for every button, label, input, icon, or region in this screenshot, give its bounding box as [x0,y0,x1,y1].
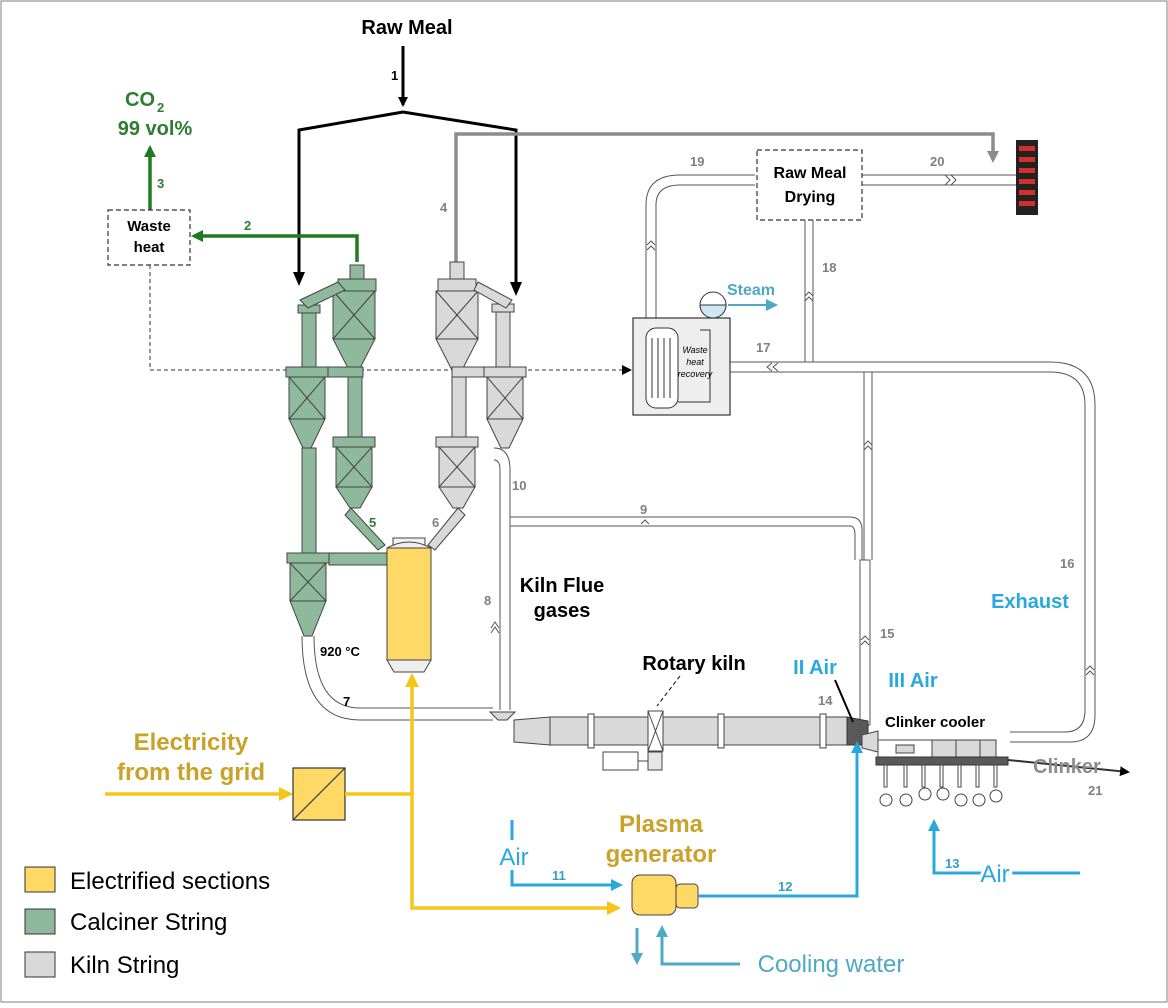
cooling-water-in-line [656,925,740,966]
secondary-air-label: II Air [793,657,837,679]
stream-2-number: 2 [244,218,251,233]
flow-chevrons [490,174,1095,676]
air-11-label: Air [499,844,528,871]
kiln-string [427,261,527,551]
rotary-kiln-leader [656,675,681,707]
temperature-label: 920 °C [320,644,361,659]
clinker-cooler [861,730,1009,807]
legend-swatch-electrified [24,866,56,893]
raw-meal-split [297,110,518,285]
tertiary-air-label: III Air [888,670,937,692]
stream-1-number: 1 [391,68,398,83]
stream-7-number: 7 [343,694,350,709]
stream-14-number: 14 [818,693,833,708]
stack-icon [1016,140,1038,215]
transformer-icon [292,767,346,821]
legend-label-calciner: Calciner String [70,909,227,936]
cooling-water-label: Cooling water [758,951,905,978]
plasma-label-1: Plasma [619,811,704,838]
whr-label-2: heat [686,357,704,367]
legend-label-electrified: Electrified sections [70,868,270,895]
electricity-label-2: from the grid [117,759,265,786]
stream-6-number: 6 [432,515,439,530]
calciner-string [285,264,388,637]
co2-label: CO [125,89,155,111]
stream-2-line [191,230,359,262]
rotary-kiln [488,710,869,771]
stream-11-line [510,870,623,891]
legend: Electrified sections Calciner String Kil… [24,866,270,979]
stream-4-line [454,132,999,262]
stream-17-number: 17 [756,340,770,355]
clinker-outlet-arrow [1007,759,1130,777]
co2-purity-label: 99 vol% [118,118,193,140]
raw-meal-drying-label-1: Raw Meal [774,165,847,182]
raw-meal-arrow-right [510,282,522,296]
legend-swatch-calciner [24,908,56,935]
raw-meal-label: Raw Meal [361,17,452,39]
air-13-label: Air [980,861,1009,888]
stream-16-number: 16 [1060,556,1074,571]
stream-9-number: 9 [640,502,647,517]
whr-label-1: Waste [682,345,707,355]
whr-label-3: recovery [678,369,713,379]
plasma-label-2: generator [606,841,717,868]
stream-5-number: 5 [369,515,376,530]
waste-heat-box [107,209,191,266]
heat-transfer-dashed-line [149,265,632,375]
exhaust-label: Exhaust [991,591,1069,613]
legend-swatch-kiln [24,951,56,978]
rotary-kiln-label: Rotary kiln [642,653,745,675]
legend-label-kiln: Kiln String [70,952,179,979]
stream-10-number: 10 [512,478,526,493]
stream-20-number: 20 [930,154,944,169]
stream-13-number: 13 [945,856,959,871]
stream-12-line [698,741,863,898]
stream-21-number: 21 [1088,783,1102,798]
stream-3-number: 3 [157,176,164,191]
secondary-air-leader [834,679,854,723]
clinker-cooler-label: Clinker cooler [885,714,985,731]
stream-8-number: 8 [484,593,491,608]
raw-meal-drying-box [756,149,863,221]
power-to-plasma-line [345,792,621,915]
kiln-flue-label-2: gases [534,600,591,622]
raw-meal-drying-label-2: Drying [785,189,836,206]
plasma-generator [631,874,699,916]
stream-11-number: 11 [552,868,566,883]
waste-heat-label-1: Waste [127,218,171,235]
clinker-label: Clinker [1033,756,1101,778]
stream-13-line [928,819,1080,875]
co2-subscript: 2 [157,100,164,115]
kiln-flue-label-1: Kiln Flue [520,575,604,597]
stream-18-number: 18 [822,260,836,275]
stream-15-number: 15 [880,626,894,641]
raw-meal-arrow-left [293,272,305,286]
electricity-label-1: Electricity [134,729,249,756]
stream-4-number: 4 [440,200,448,215]
electric-calciner [386,537,432,673]
waste-heat-recovery-unit [632,291,731,416]
waste-heat-label-2: heat [134,239,165,256]
stream-12-number: 12 [778,879,792,894]
steam-label: Steam [727,282,775,299]
stream-19-number: 19 [690,154,704,169]
